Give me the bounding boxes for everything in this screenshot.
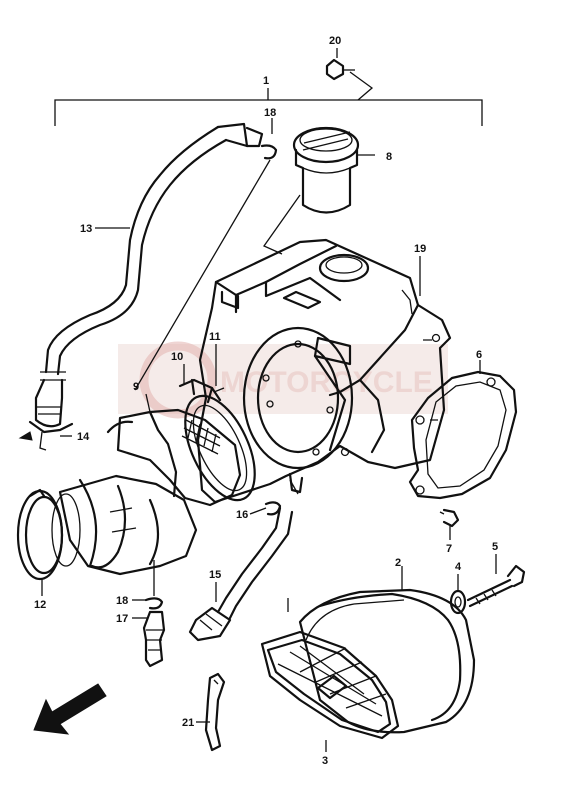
callout-7: 7 bbox=[446, 543, 452, 555]
bolt-5-washer-4 bbox=[449, 554, 526, 615]
callout-1: 1 bbox=[263, 75, 269, 87]
callout-15: 15 bbox=[209, 569, 221, 581]
callout-5: 5 bbox=[492, 541, 498, 553]
callout-21: 21 bbox=[182, 717, 194, 729]
watermark: MOTORCYCLE bbox=[118, 341, 448, 419]
callout-17: 17 bbox=[116, 613, 128, 625]
callout-14: 14 bbox=[77, 431, 90, 443]
callout-20: 20 bbox=[329, 35, 341, 47]
callout-13: 13 bbox=[80, 223, 92, 235]
cap-8 bbox=[263, 126, 375, 255]
assembly-bracket bbox=[54, 88, 483, 126]
clamp-14 bbox=[18, 420, 74, 451]
air-box-19 bbox=[196, 238, 452, 504]
callout-16: 16 bbox=[236, 509, 248, 521]
callout-9: 9 bbox=[133, 381, 139, 393]
bolt-20 bbox=[325, 48, 374, 101]
breather-hose-13 bbox=[34, 122, 264, 428]
filter-frame-3 bbox=[260, 598, 400, 752]
strap-21 bbox=[196, 672, 226, 752]
cover-6 bbox=[408, 360, 518, 500]
callout-6: 6 bbox=[476, 349, 482, 361]
clip-18-upper bbox=[134, 118, 278, 391]
callout-3: 3 bbox=[322, 755, 328, 767]
callout-10: 10 bbox=[171, 351, 183, 363]
clamp-boot-12 bbox=[16, 474, 198, 596]
callout-12: 12 bbox=[34, 599, 46, 611]
drain-plug-17 bbox=[132, 560, 166, 668]
callout-19: 19 bbox=[414, 243, 426, 255]
callout-18-lower: 18 bbox=[116, 595, 128, 607]
callout-4: 4 bbox=[455, 561, 462, 573]
callout-11: 11 bbox=[209, 331, 221, 343]
arrow-down-left-icon bbox=[33, 683, 107, 735]
callout-labels: 1 2 3 4 5 6 7 8 9 10 11 12 13 14 15 16 1… bbox=[34, 35, 498, 767]
callout-8: 8 bbox=[386, 151, 392, 163]
callout-2: 2 bbox=[395, 557, 401, 569]
screw-7 bbox=[439, 508, 460, 540]
callout-18-upper: 18 bbox=[264, 107, 276, 119]
intake-boot-9 bbox=[106, 344, 256, 507]
drain-hose-15 bbox=[188, 479, 299, 642]
